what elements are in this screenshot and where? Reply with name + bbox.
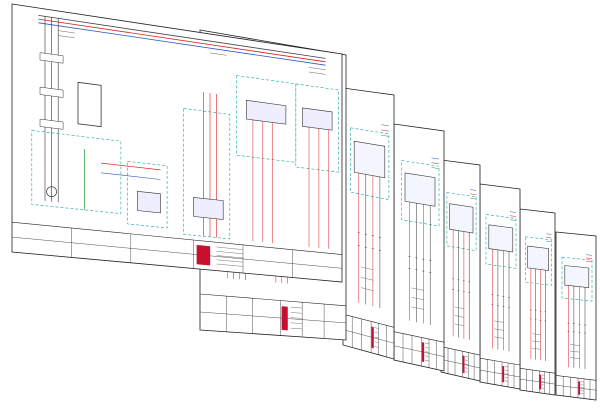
io-module bbox=[489, 225, 513, 252]
company-logo bbox=[422, 342, 424, 362]
company-logo bbox=[197, 245, 210, 265]
company-logo bbox=[282, 306, 288, 330]
schematic-sheet bbox=[520, 209, 555, 395]
schematic-sheet bbox=[556, 232, 596, 400]
terminal-block bbox=[194, 197, 224, 219]
schematic-sheet bbox=[480, 184, 520, 389]
schematic-sheet bbox=[394, 124, 444, 371]
io-module bbox=[528, 246, 549, 270]
company-logo bbox=[502, 366, 504, 382]
sheet-border bbox=[520, 209, 555, 395]
io-module bbox=[565, 266, 589, 288]
io-module bbox=[450, 204, 473, 233]
terminal-block bbox=[137, 191, 160, 213]
company-logo bbox=[463, 356, 465, 374]
schematic-sheet bbox=[441, 160, 480, 381]
io-module bbox=[405, 173, 435, 206]
schematic-sheet bbox=[343, 88, 394, 359]
terminal-block bbox=[302, 108, 332, 130]
company-logo bbox=[540, 375, 541, 390]
io-module bbox=[354, 141, 385, 178]
company-logo bbox=[372, 327, 374, 349]
sheet-border bbox=[394, 124, 444, 371]
company-logo bbox=[578, 381, 580, 394]
